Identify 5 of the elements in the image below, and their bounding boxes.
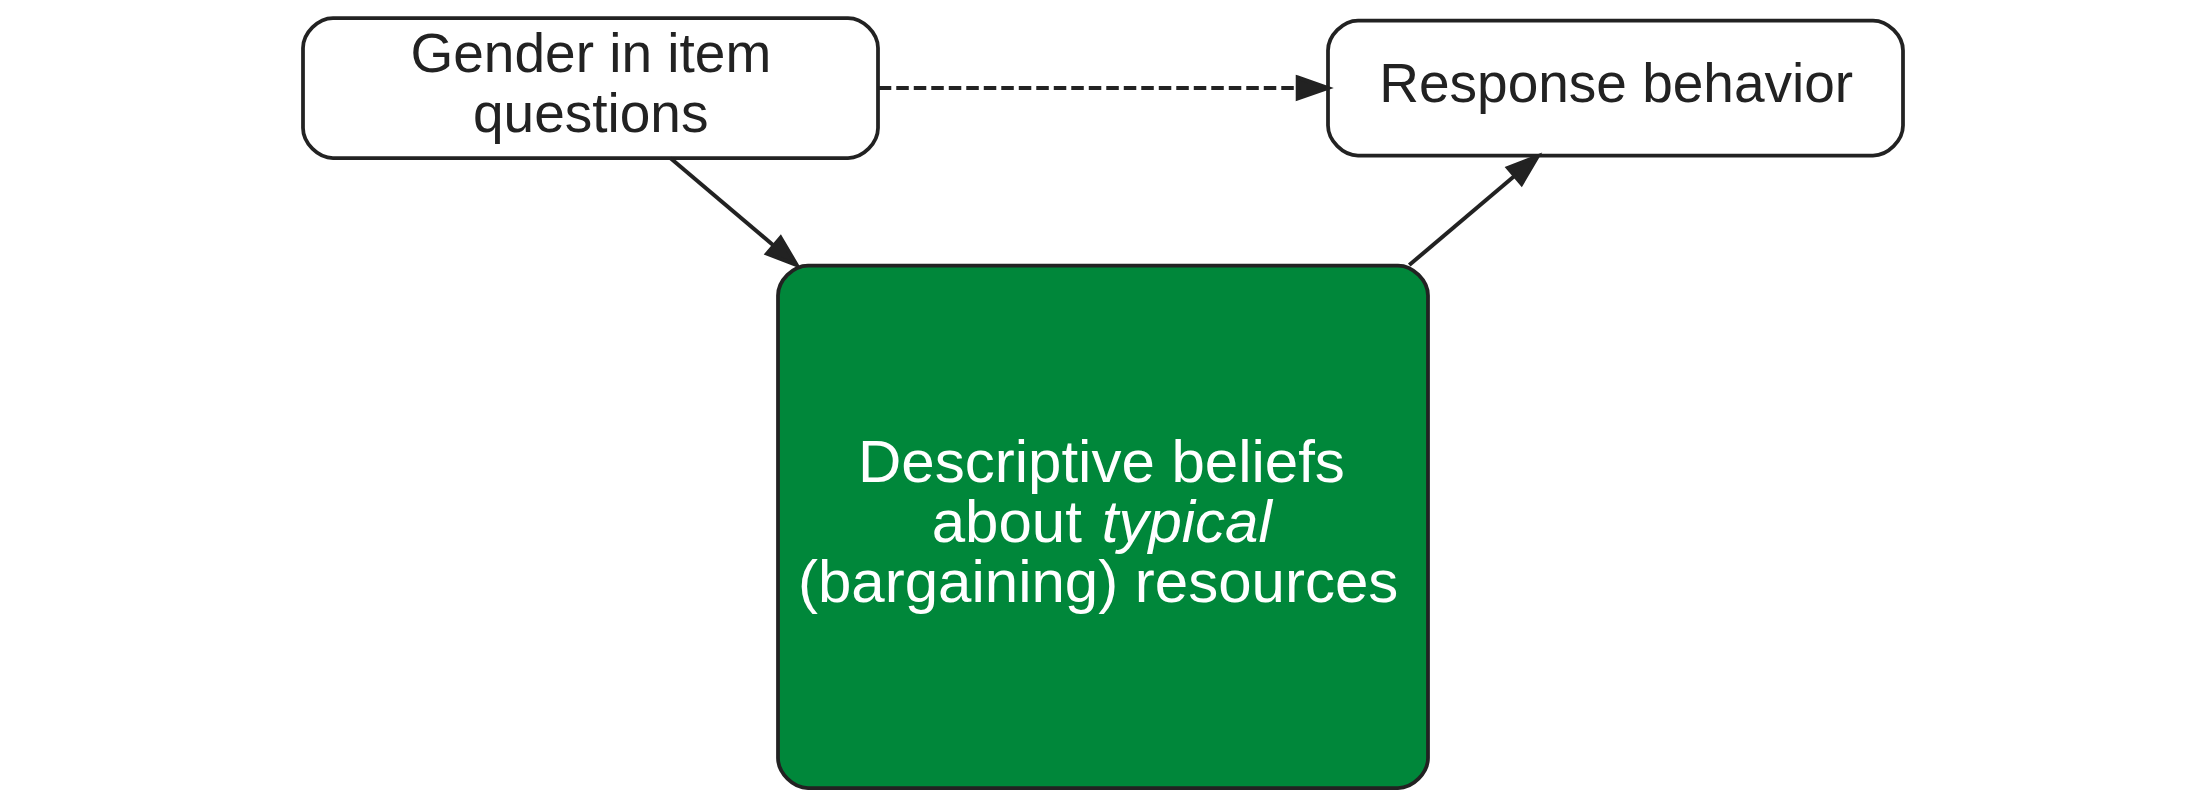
arrow (878, 74, 1334, 102)
arrow (1407, 152, 1542, 267)
node-box: Response behavior (1325, 18, 1905, 158)
node-box: Descriptive beliefs about typical (bargaining) resources (775, 263, 1430, 790)
node-box: Gender in item questions (300, 16, 880, 160)
